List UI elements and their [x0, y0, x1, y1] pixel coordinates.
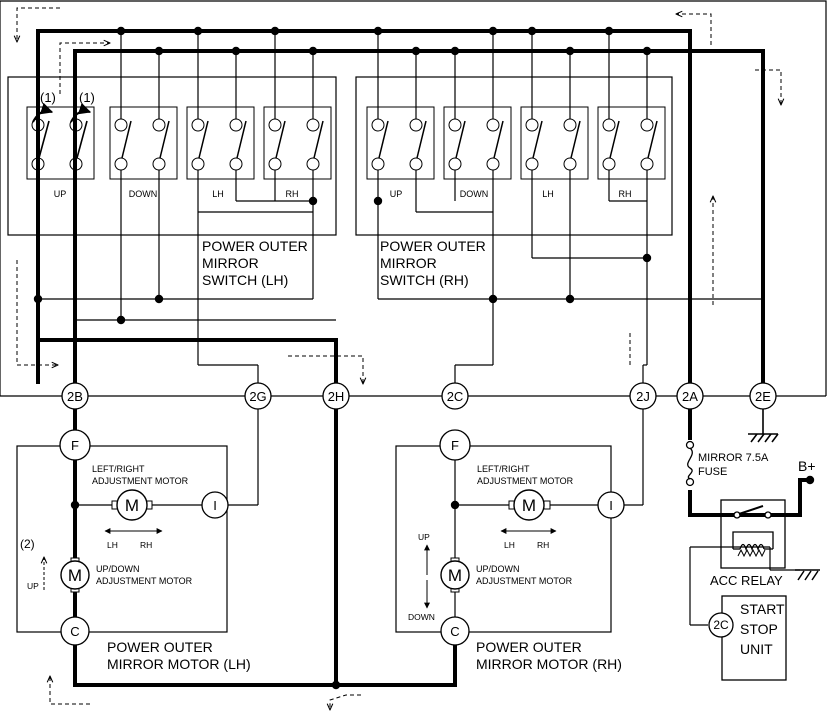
pin-F-rh: F: [451, 438, 459, 453]
motor-lh-up-label: UP: [27, 581, 39, 591]
switch-lh-title-3: SWITCH (LH): [202, 272, 288, 288]
switch-unit-rh-lh: [520, 106, 589, 180]
motor-symbol-lr-rh: M: [522, 496, 536, 515]
button-label-rh-lh: LH: [542, 189, 554, 199]
connector-label-2C: 2C: [447, 389, 464, 404]
motor-symbol-lr-lh: M: [125, 496, 139, 515]
motor-rh-lr-label-2: ADJUSTMENT MOTOR: [477, 476, 574, 486]
switch-callout-1a: (1): [40, 90, 56, 105]
current-flow-arrows: [17, 7, 781, 710]
switch-callout-1b: (1): [79, 90, 95, 105]
switch-unit-rh-up: [366, 106, 435, 180]
ground-icon: [748, 409, 779, 443]
connector-label-2J: 2J: [636, 389, 650, 404]
motor-rh-title-1: POWER OUTER: [476, 639, 582, 655]
connector-label-2B: 2B: [67, 389, 83, 404]
motor-rh-down-label: DOWN: [408, 612, 435, 622]
connector-label-2A: 2A: [682, 389, 698, 404]
motor-lh-dir-lh: LH: [107, 540, 118, 550]
button-label-lh-up: UP: [54, 189, 67, 199]
button-label-lh-down: DOWN: [129, 189, 158, 199]
switch-rh-title-3: SWITCH (RH): [380, 272, 469, 288]
start-stop-line-2: STOP: [740, 621, 778, 637]
acc-relay-icon: [720, 499, 786, 569]
battery-label: B+: [798, 458, 816, 474]
start-stop-unit: 2C START STOP UNIT: [708, 595, 787, 681]
pin-F-lh: F: [71, 438, 79, 453]
connector-2B: 2B: [61, 382, 89, 410]
motor-rh-ud-label-2: ADJUSTMENT MOTOR: [476, 576, 573, 586]
outer-frame: [0, 0, 827, 397]
motor-lh-dir-rh: RH: [140, 540, 152, 550]
motor-lh-title-1: POWER OUTER: [107, 639, 213, 655]
motor-symbol-ud-rh: M: [448, 566, 462, 585]
motor-lh-callout: (2): [20, 537, 35, 551]
switch-box-lh: [7, 76, 337, 236]
switch-unit-lh-down: [109, 106, 178, 180]
connector-2G: 2G: [244, 382, 272, 410]
pin-C-rh: C: [450, 624, 459, 639]
motor-lh-lr-label-2: ADJUSTMENT MOTOR: [92, 476, 189, 486]
connector-label-2E: 2E: [755, 389, 771, 404]
relay-ground-icon: [795, 569, 820, 581]
pin-I-rh: I: [609, 498, 613, 513]
button-label-lh-lh: LH: [212, 189, 224, 199]
switch-lh-title-2: MIRROR: [202, 255, 259, 271]
button-label-rh-rh: RH: [619, 189, 632, 199]
motor-rh-dir-lh: LH: [504, 540, 515, 550]
button-label-rh-up: UP: [390, 189, 403, 199]
fuse-label-2: FUSE: [698, 466, 727, 478]
switch-unit-lh-rh: [263, 106, 332, 180]
relay-label: ACC RELAY: [710, 573, 783, 588]
motor-rh-up-label: UP: [418, 532, 430, 542]
pin-I-lh: I: [213, 498, 217, 513]
motor-lh-lr-label-1: LEFT/RIGHT: [92, 464, 145, 474]
motor-lh-ud-label-2: ADJUSTMENT MOTOR: [96, 576, 193, 586]
motor-rh-ud-label-1: UP/DOWN: [476, 564, 520, 574]
switch-box-rh: [355, 76, 673, 236]
switch-rh-title-1: POWER OUTER: [380, 238, 486, 254]
switch-lh-labels: UP DOWN LH RH (1) (1) POWER OUTER MIRROR…: [40, 90, 308, 288]
connector-2H: 2H: [322, 382, 350, 410]
connector-2E: 2E: [749, 382, 777, 410]
motor-symbol-ud-lh: M: [68, 566, 82, 585]
connector-2J: 2J: [629, 382, 657, 410]
switch-unit-rh-rh: [597, 106, 666, 180]
connector-label-2H: 2H: [328, 389, 345, 404]
motor-rh: F I C M M LH RH LEFT/RIGHT ADJUSTMENT MO…: [408, 429, 625, 672]
connector-label-2G: 2G: [249, 389, 266, 404]
switch-rh-title-2: MIRROR: [380, 255, 437, 271]
switch-unit-lh-lh: [186, 106, 255, 180]
start-stop-line-3: UNIT: [740, 641, 773, 657]
motor-lh: F I C M M LH RH LEFT/RIGHT ADJUSTMENT MO…: [20, 429, 251, 672]
start-stop-pin: 2C: [713, 618, 729, 632]
motor-rh-lr-label-1: LEFT/RIGHT: [477, 464, 530, 474]
switch-lh-title-1: POWER OUTER: [202, 238, 308, 254]
connector-2C: 2C: [441, 382, 469, 410]
thin-wiring: [16, 31, 800, 633]
fuse-icon: [685, 440, 695, 487]
motor-rh-dir-rh: RH: [537, 540, 549, 550]
fuse-label-1: MIRROR 7.5A: [698, 452, 769, 464]
button-label-rh-down: DOWN: [460, 189, 489, 199]
junction-dots: [33, 26, 815, 690]
pin-C-lh: C: [70, 624, 79, 639]
switch-rh-labels: UP DOWN LH RH POWER OUTER MIRROR SWITCH …: [380, 189, 632, 288]
switch-unit-rh-down: [443, 106, 512, 180]
motor-lh-title-2: MIRROR MOTOR (LH): [107, 656, 251, 672]
start-stop-line-1: START: [740, 601, 785, 617]
motor-rh-title-2: MIRROR MOTOR (RH): [476, 656, 622, 672]
motor-lh-ud-label-1: UP/DOWN: [96, 564, 140, 574]
connector-2A: 2A: [676, 382, 704, 410]
button-label-lh-rh: RH: [286, 189, 299, 199]
